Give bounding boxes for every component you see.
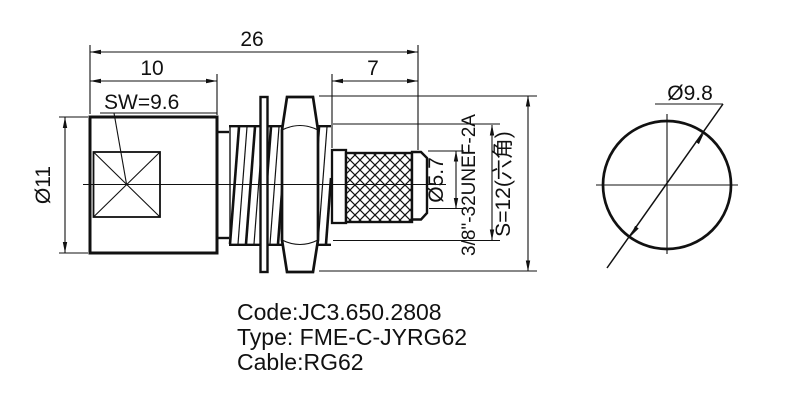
end-view: Ø9.8 [596, 82, 738, 269]
dim-tip-diameter: Ø5.7 [425, 150, 464, 210]
end-cap [410, 150, 429, 221]
dim-body-diameter: Ø11 [32, 116, 88, 254]
dimensions: 26 10 7 SW=9.6 [32, 28, 537, 272]
neck [215, 130, 229, 240]
rear-collar [330, 148, 348, 225]
dim-outer-diameter: Ø9.8 [606, 82, 724, 269]
note-cable: Cable:RG62 [237, 349, 364, 375]
note-code: Code:JC3.650.2808 [237, 299, 442, 325]
note-type: Type: FME-C-JYRG62 [237, 324, 467, 350]
dim-wrench-flats: SW=9.6 [100, 91, 217, 185]
dim-total-length-label: 26 [240, 28, 263, 51]
dim-body-length: 10 [90, 57, 218, 115]
notes-block: Code:JC3.650.2808 Type: FME-C-JYRG62 Cab… [237, 299, 467, 375]
dim-hex-size: S=12(六角) [319, 95, 537, 272]
dim-outer-diameter-label: Ø9.8 [667, 82, 713, 105]
dim-thread-spec: 3/8"-32UNEF-2A [333, 114, 500, 256]
dim-tip-diameter-label: Ø5.7 [425, 157, 448, 203]
dim-wrench-flats-label: SW=9.6 [104, 91, 179, 114]
dim-body-diameter-label: Ø11 [32, 166, 55, 204]
dim-hex-size-label: S=12(六角) [492, 131, 515, 237]
dim-body-length-label: 10 [140, 57, 163, 80]
dim-rear-length-label: 7 [367, 57, 379, 80]
dim-total-length: 26 [89, 28, 419, 150]
dim-rear-length: 7 [331, 57, 418, 148]
knurled-sleeve [344, 151, 414, 224]
dim-thread-spec-label: 3/8"-32UNEF-2A [459, 114, 480, 256]
main-view [83, 95, 446, 274]
